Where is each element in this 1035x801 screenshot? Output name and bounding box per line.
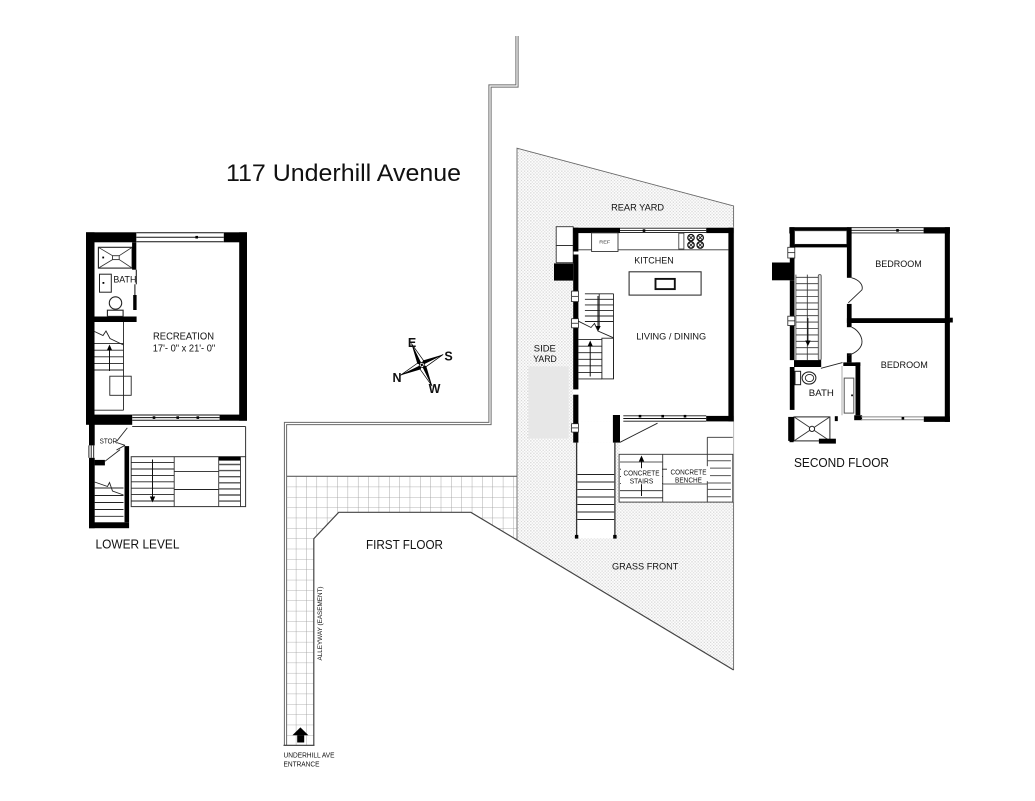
svg-text:STAIRS: STAIRS — [630, 479, 654, 486]
svg-text:ENTRANCE: ENTRANCE — [284, 760, 320, 769]
svg-text:W: W — [429, 382, 441, 396]
svg-text:REAR YARD: REAR YARD — [611, 203, 664, 214]
svg-text:S: S — [444, 350, 452, 364]
svg-text:SIDE: SIDE — [534, 344, 556, 355]
svg-text:E: E — [408, 336, 416, 350]
svg-text:SECOND FLOOR: SECOND FLOOR — [794, 455, 889, 470]
svg-text:117 Underhill Avenue: 117 Underhill Avenue — [226, 160, 461, 187]
svg-text:UNDERHILL AVE: UNDERHILL AVE — [284, 751, 335, 760]
svg-text:CONCRETE: CONCRETE — [671, 470, 707, 477]
svg-text:FIRST FLOOR: FIRST FLOOR — [366, 537, 443, 552]
svg-text:BEDROOM: BEDROOM — [881, 360, 928, 370]
svg-text:STOR: STOR — [100, 436, 118, 445]
svg-text:BEDROOM: BEDROOM — [875, 259, 922, 269]
svg-text:GRASS FRONT: GRASS FRONT — [612, 562, 679, 573]
svg-text:17'- 0" x 21'- 0": 17'- 0" x 21'- 0" — [153, 344, 216, 355]
svg-text:CONCRETE: CONCRETE — [624, 471, 660, 478]
svg-text:REF: REF — [599, 240, 610, 246]
svg-text:YARD: YARD — [533, 354, 557, 365]
svg-text:LOWER LEVEL: LOWER LEVEL — [96, 537, 180, 552]
svg-text:N: N — [392, 371, 401, 385]
svg-text:BENCHE: BENCHE — [675, 478, 702, 485]
svg-text:KITCHEN: KITCHEN — [634, 256, 674, 267]
svg-text:RECREATION: RECREATION — [153, 332, 214, 343]
svg-text:LIVING / DINING: LIVING / DINING — [636, 331, 706, 342]
svg-text:BATH: BATH — [113, 274, 136, 284]
svg-text:ALLEYWAY (EASEMENT): ALLEYWAY (EASEMENT) — [317, 587, 324, 661]
svg-text:BATH: BATH — [809, 388, 834, 398]
